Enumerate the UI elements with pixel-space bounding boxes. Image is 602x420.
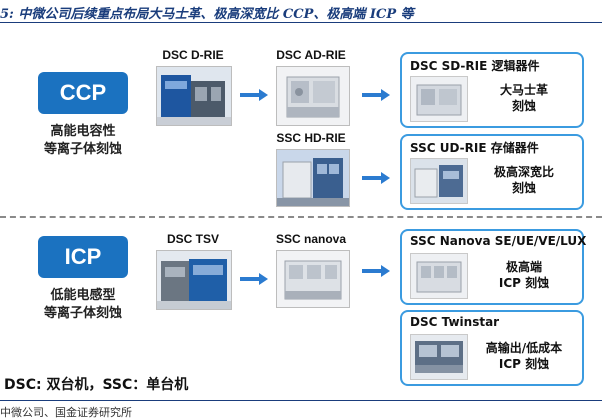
- ccp-badge: CCP: [38, 72, 128, 114]
- title-rule: [0, 22, 602, 23]
- equipment-icon: [277, 251, 349, 307]
- icp-label-line2: 等离子体刻蚀: [43, 306, 122, 321]
- outcome-desc-line1: 高输出/低成本: [485, 341, 563, 355]
- machine-label-ssc-nanova: SSC nanova: [275, 232, 347, 246]
- outcome-card-dsc-twinstar: DSC Twinstar 高输出/低成本 ICP 刻蚀: [400, 310, 584, 386]
- machine-label-dsc-tsv: DSC TSV: [166, 232, 219, 246]
- icp-badge: ICP: [38, 236, 128, 278]
- figure-title: 5: 中微公司后续重点布局大马士革、极高深宽比 CCP、极高端 ICP 等: [0, 7, 414, 22]
- outcome-title: DSC SD-RIE 逻辑器件: [410, 59, 540, 73]
- outcome-card-ssc-nanova-series: SSC Nanova SE/UE/VE/LUX 极高端 ICP 刻蚀: [400, 229, 587, 305]
- equipment-icon: [157, 251, 231, 309]
- outcome-title: SSC Nanova SE/UE/VE/LUX: [410, 234, 587, 248]
- ssc-hd-rie-photo: [276, 149, 350, 207]
- dsc-ad-rie-photo: [276, 66, 350, 126]
- machine-label-ssc-hd-rie: SSC HD-RIE: [276, 131, 346, 145]
- machine-label-dsc-ad-rie: DSC AD-RIE: [276, 48, 346, 62]
- machine-label-dsc-d-rie: DSC D-RIE: [162, 48, 224, 62]
- ccp-label-line1: 高能电容性: [50, 124, 116, 139]
- equipment-icon: [277, 150, 349, 206]
- equipment-icon: [411, 254, 467, 298]
- dsc-d-rie-photo: [156, 66, 232, 126]
- dsc-twinstar-photo: [410, 334, 468, 380]
- arrow-right-icon: [362, 172, 390, 184]
- arrow-right-icon: [240, 273, 268, 285]
- ssc-ud-rie-photo: [410, 158, 468, 204]
- equipment-icon: [277, 67, 349, 125]
- source-text: 中微公司、国金证券研究所: [0, 406, 132, 419]
- outcome-title: SSC UD-RIE 存储器件: [410, 141, 539, 155]
- outcome-desc-line2: 刻蚀: [511, 99, 536, 113]
- dsc-sd-rie-photo: [410, 76, 468, 122]
- equipment-icon: [411, 335, 467, 379]
- arrow-right-icon: [362, 89, 390, 101]
- outcome-description: 高输出/低成本 ICP 刻蚀: [472, 340, 576, 372]
- outcome-description: 极高端 ICP 刻蚀: [472, 259, 576, 291]
- arrow-right-icon: [240, 89, 268, 101]
- ssc-nanova-photo: [276, 250, 350, 308]
- equipment-icon: [411, 159, 467, 203]
- equipment-icon: [411, 77, 467, 121]
- dsc-tsv-photo: [156, 250, 232, 310]
- outcome-desc-line2: 刻蚀: [511, 181, 536, 195]
- icp-label-line1: 低能电感型: [50, 288, 116, 303]
- outcome-card-ssc-ud-rie: SSC UD-RIE 存储器件 极高深宽比 刻蚀: [400, 134, 584, 210]
- ccp-category-label: 高能电容性 等离子体刻蚀: [18, 123, 148, 159]
- arrow-right-icon: [362, 265, 390, 277]
- ssc-nanova-series-photo: [410, 253, 468, 299]
- outcome-card-dsc-sd-rie: DSC SD-RIE 逻辑器件 大马士革 刻蚀: [400, 52, 584, 128]
- outcome-description: 大马士革 刻蚀: [472, 82, 576, 114]
- source-rule: [0, 400, 602, 401]
- ccp-label-line2: 等离子体刻蚀: [43, 142, 122, 157]
- outcome-desc-line1: 极高深宽比: [493, 165, 554, 179]
- outcome-title: DSC Twinstar: [410, 315, 500, 329]
- outcome-desc-line2: ICP 刻蚀: [498, 357, 550, 371]
- equipment-icon: [157, 67, 231, 125]
- section-divider: [0, 216, 602, 218]
- icp-category-label: 低能电感型 等离子体刻蚀: [18, 287, 148, 323]
- legend-note: DSC: 双台机，SSC：单台机: [4, 377, 189, 393]
- outcome-desc-line1: 极高端: [505, 260, 542, 274]
- outcome-desc-line2: ICP 刻蚀: [498, 276, 550, 290]
- outcome-description: 极高深宽比 刻蚀: [472, 164, 576, 196]
- outcome-desc-line1: 大马士革: [499, 83, 548, 97]
